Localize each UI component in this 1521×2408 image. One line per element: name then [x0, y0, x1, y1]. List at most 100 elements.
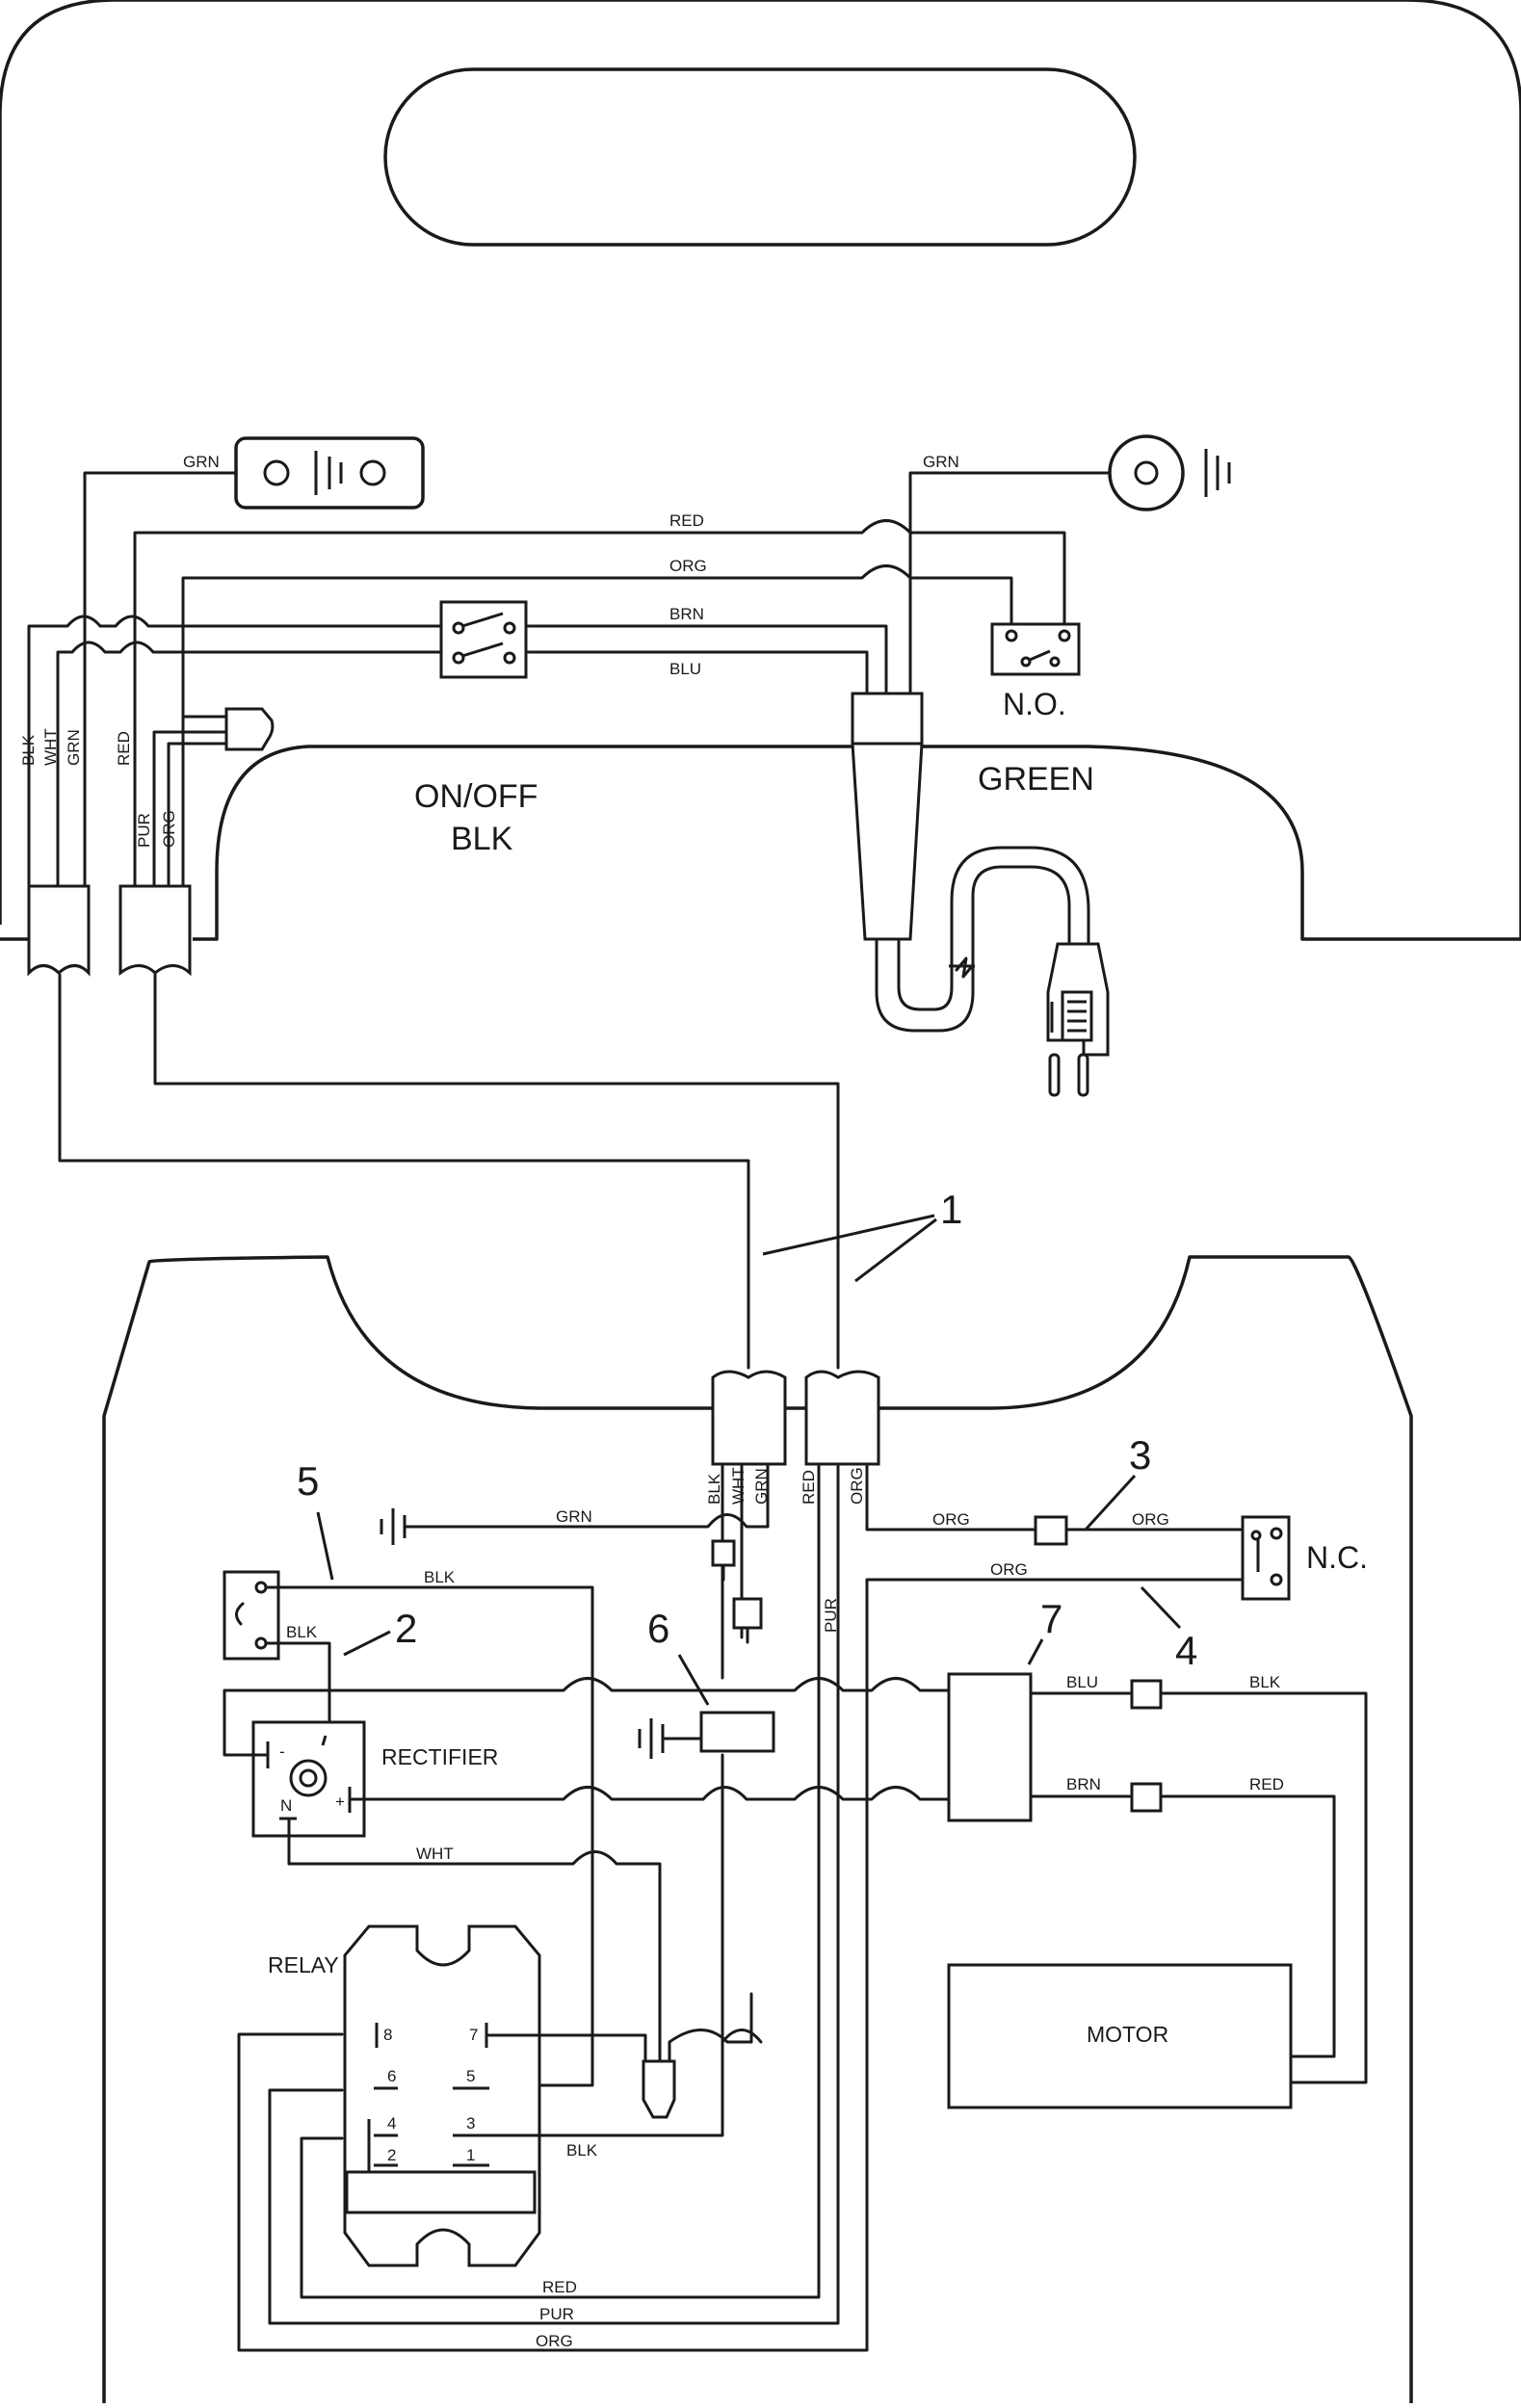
svg-text:6: 6 [647, 1606, 669, 1651]
label-nc-switch: N.C. [1306, 1540, 1368, 1575]
label-motor: MOTOR [1087, 2022, 1168, 2047]
relay-pin-3: 3 [466, 2114, 475, 2133]
callout-5: 5 [297, 1458, 334, 1581]
power-plug [1046, 942, 1110, 1097]
label-grn-vert-top: GRN [65, 729, 83, 766]
relay-pin-5: 5 [466, 2067, 475, 2085]
callout-2: 2 [343, 1606, 417, 1657]
wire-pur-down [268, 1464, 840, 2325]
connector-3 [1034, 1515, 1068, 1546]
callout-7: 7 [1027, 1596, 1062, 1665]
label-red-relay: RED [542, 2278, 577, 2296]
wire-brn-top [27, 615, 888, 888]
label-org-nc-1: ORG [932, 1510, 970, 1529]
label-blk-thermal-2: BLK [286, 1623, 318, 1641]
connector-brn [1130, 1782, 1163, 1813]
thermal-switch [223, 1570, 280, 1661]
label-red-vert-bottom: RED [800, 1470, 818, 1505]
relay [343, 1924, 541, 2267]
label-grn-top-right: GRN [923, 453, 959, 471]
relay-pin-7: 7 [469, 2026, 478, 2044]
grommet-bottom-right [804, 1370, 880, 1466]
label-org-nc-2: ORG [1132, 1510, 1169, 1529]
label-no-switch: N.O. [1003, 687, 1066, 721]
wire-rect-minus [223, 1677, 951, 1757]
label-org-top: ORG [669, 557, 707, 575]
ground-bottom-center [638, 1711, 775, 1759]
wire-stub-1 [721, 1563, 749, 1644]
wire-red-down [300, 1464, 821, 2299]
label-blk-relay: BLK [566, 2141, 598, 2159]
label-red-vert-top: RED [115, 731, 133, 766]
ground-bottom-left [380, 1464, 770, 1545]
ground-stud-top-right [1108, 434, 1231, 511]
handle-cutout [383, 67, 1137, 247]
label-org-vert-bottom: ORG [848, 1467, 866, 1505]
relay-pin-1: 1 [466, 2146, 475, 2164]
wire-relay-blk-2 [721, 2028, 763, 2044]
motor-control-module [947, 1672, 1033, 1822]
label-green: GREEN [978, 761, 1094, 798]
label-pur-vert-bottom: PUR [822, 1598, 840, 1633]
grommet-top-left [27, 884, 91, 977]
label-grn-bottom: GRN [556, 1507, 592, 1526]
label-blk-thermal: BLK [424, 1568, 456, 1586]
label-pur-relay: PUR [539, 2305, 574, 2323]
label-relay: RELAY [268, 1952, 339, 1977]
wire-rect-plus [348, 1786, 951, 1801]
svg-text:5: 5 [297, 1458, 319, 1504]
relay-pin-8: 8 [383, 2026, 392, 2044]
label-wht-rect: WHT [416, 1845, 454, 1863]
power-cord-strain-relief [851, 692, 1090, 1033]
wire-blk-thermal [265, 1585, 594, 2087]
wire-blu-top [56, 641, 869, 888]
label-org-nc-3: ORG [990, 1560, 1028, 1579]
label-on-off: ON/OFF [414, 778, 538, 815]
relay-pin-2: 2 [387, 2146, 396, 2164]
rect-n-label: N [280, 1796, 292, 1815]
label-blk-vert-top: BLK [19, 734, 38, 766]
spade-connector [224, 707, 275, 751]
ground-lug-top-left [234, 436, 425, 510]
label-blu-motor: BLU [1066, 1673, 1098, 1691]
rect-plus-label: + [335, 1793, 345, 1811]
label-org-relay: ORG [536, 2332, 573, 2350]
callout-1: 1 [762, 1187, 962, 1283]
label-grn-vert-bottom: GRN [752, 1468, 771, 1505]
svg-text:2: 2 [395, 1606, 417, 1651]
wire-org-to-connector [167, 742, 228, 888]
callout-4: 4 [1140, 1585, 1197, 1673]
label-on-off-color: BLK [451, 821, 513, 857]
normally-open-switch [990, 622, 1081, 676]
label-brn-top: BRN [669, 605, 704, 623]
label-wht-vert-top: WHT [41, 728, 60, 766]
svg-text:7: 7 [1040, 1596, 1062, 1641]
nc-dot [1250, 1530, 1262, 1541]
svg-text:3: 3 [1129, 1432, 1151, 1478]
label-org-vert-top: ORG [160, 810, 178, 848]
relay-spade [642, 2059, 676, 2119]
motor [947, 1963, 1293, 2109]
wire-org-nc-lower [237, 1578, 1278, 2352]
callout-3: 3 [1084, 1432, 1151, 1531]
wire-grn-top-left [83, 471, 238, 888]
wire-relay-3-blk [487, 1753, 724, 2137]
top-panel-outline [0, 0, 1521, 941]
label-blk-vert-bottom: BLK [705, 1473, 723, 1505]
label-rectifier: RECTIFIER [381, 1744, 498, 1769]
wire-grn-top-right [908, 471, 1112, 695]
wire-relay-7 [485, 2033, 647, 2063]
wire-red-top [133, 519, 1066, 888]
svg-text:4: 4 [1175, 1628, 1197, 1673]
wire-blk-thermal-2 [265, 1641, 331, 1726]
wire-wht-rect [287, 1817, 662, 2063]
cable-run-left [58, 973, 750, 1370]
in-line-connector-2 [732, 1597, 763, 1630]
label-wht-vert-bottom: WHT [729, 1467, 747, 1505]
rectifier [251, 1720, 366, 1838]
wire-red-motor [1159, 1794, 1336, 2058]
on-off-switch [439, 600, 528, 679]
label-grn-top-left: GRN [183, 453, 220, 471]
wire-org-down [865, 1464, 1037, 1531]
